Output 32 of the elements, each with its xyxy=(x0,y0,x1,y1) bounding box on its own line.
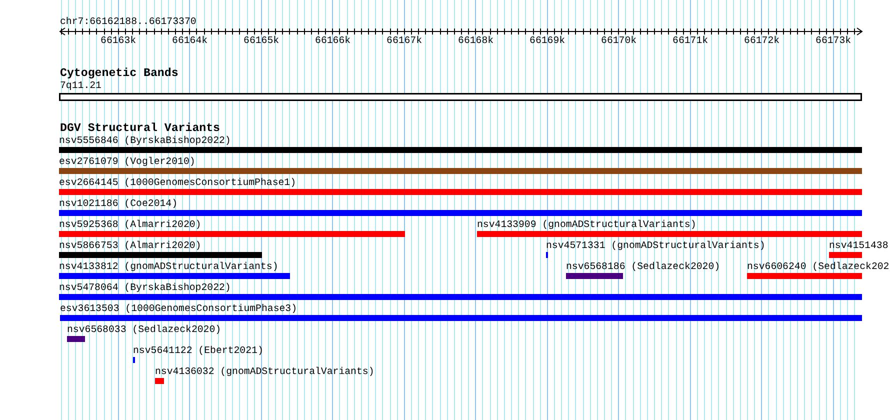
tick-label: 66171k xyxy=(672,34,708,46)
variant-label: nsv6568186 (Sedlazeck2020) xyxy=(566,261,720,272)
variant-label: nsv1021186 (Coe2014) xyxy=(59,198,178,209)
variant-label: esv3613503 (1000GenomesConsortiumPhase3) xyxy=(60,303,298,314)
track-heading: Cytogenetic Bands xyxy=(60,67,178,80)
band-label: 7q11.21 xyxy=(60,80,102,91)
tick-label: 66164k xyxy=(172,34,208,46)
variant-label: nsv4133812 (gnomADStructuralVariants) xyxy=(59,261,278,272)
tick-label: 66169k xyxy=(530,34,566,46)
tick-label: 66163k xyxy=(100,34,136,46)
variant-label: nsv5556846 (ByrskaBishop2022) xyxy=(59,135,231,146)
tick-label: 66166k xyxy=(315,34,351,46)
variant-label: nsv5866753 (Almarri2020) xyxy=(59,240,202,251)
variant-label: nsv5478064 (ByrskaBishop2022) xyxy=(59,282,231,293)
track-heading: DGV Structural Variants xyxy=(60,122,220,134)
variant-label: nsv5641122 (Ebert2021) xyxy=(133,345,264,356)
tick-label: 66172k xyxy=(744,34,780,46)
variant-label: nsv5925368 (Almarri2020) xyxy=(59,219,202,230)
variant-label: nsv4136032 (gnomADStructuralVariants) xyxy=(155,366,374,377)
variant-label: esv2761079 (Vogler2010) xyxy=(59,156,196,167)
region-label: chr7:66162188..66173370 xyxy=(60,16,196,27)
tick-label: 66173k xyxy=(816,34,852,46)
variant-label: nsv6568033 (Sedlazeck2020) xyxy=(67,324,222,335)
tick-label: 66165k xyxy=(244,34,280,46)
variant-label: nsv4133909 (gnomADStructuralVariants) xyxy=(477,219,696,230)
variant-label: nsv6606240 (Sedlazeck202 xyxy=(747,261,890,272)
tick-label: 66168k xyxy=(458,34,494,46)
variant-label: esv2664145 (1000GenomesConsortiumPhase1) xyxy=(59,177,296,188)
tick-label: 66167k xyxy=(386,34,422,46)
tick-label: 66170k xyxy=(601,34,637,46)
variant-label: nsv4151438 xyxy=(829,240,888,251)
variant-label: nsv4571331 (gnomADStructuralVariants) xyxy=(546,240,766,251)
